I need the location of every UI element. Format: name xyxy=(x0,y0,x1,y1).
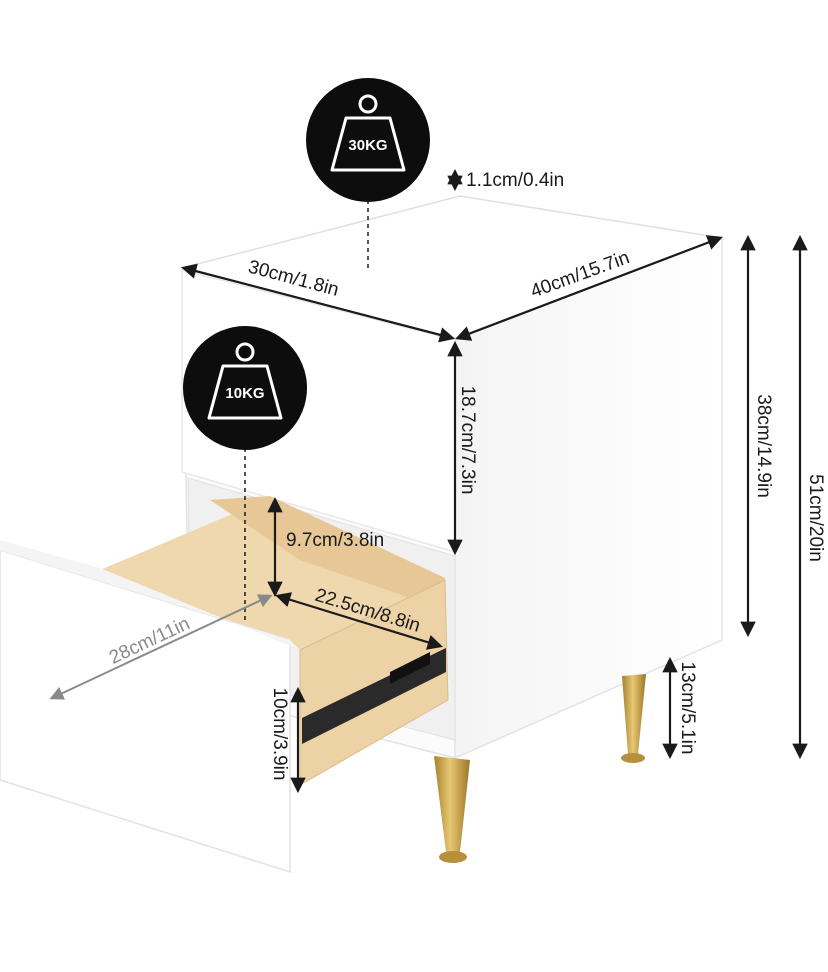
weight-icon xyxy=(207,342,283,420)
label-upper-drawer: 18.7cm/7.3in xyxy=(457,386,478,495)
drawer-weight-label: 10KG xyxy=(225,385,264,402)
leg-right xyxy=(622,674,646,754)
legs xyxy=(434,674,646,863)
top-weight-label: 30KG xyxy=(348,137,387,154)
open-drawer xyxy=(0,496,449,874)
arrow-drawer-depth xyxy=(49,594,273,700)
label-inner-height: 9.7cm/3.8in xyxy=(286,530,384,551)
label-drawer-front-height: 10cm/3.9in xyxy=(269,688,290,781)
top-weight-badge: 30KG xyxy=(306,78,430,202)
label-total-height: 51cm/20in xyxy=(805,474,826,562)
arrow-width xyxy=(455,235,723,341)
arrow-depth xyxy=(181,263,455,343)
arrow-inner-width xyxy=(275,592,443,650)
label-top-thickness: 1.1cm/0.4in xyxy=(466,170,564,191)
label-body-height: 38cm/14.9in xyxy=(753,394,774,498)
weight-icon xyxy=(330,94,406,172)
label-leg-height: 13cm/5.1in xyxy=(677,662,698,755)
leg-front xyxy=(434,756,470,852)
drawer-weight-badge: 10KG xyxy=(183,326,307,450)
